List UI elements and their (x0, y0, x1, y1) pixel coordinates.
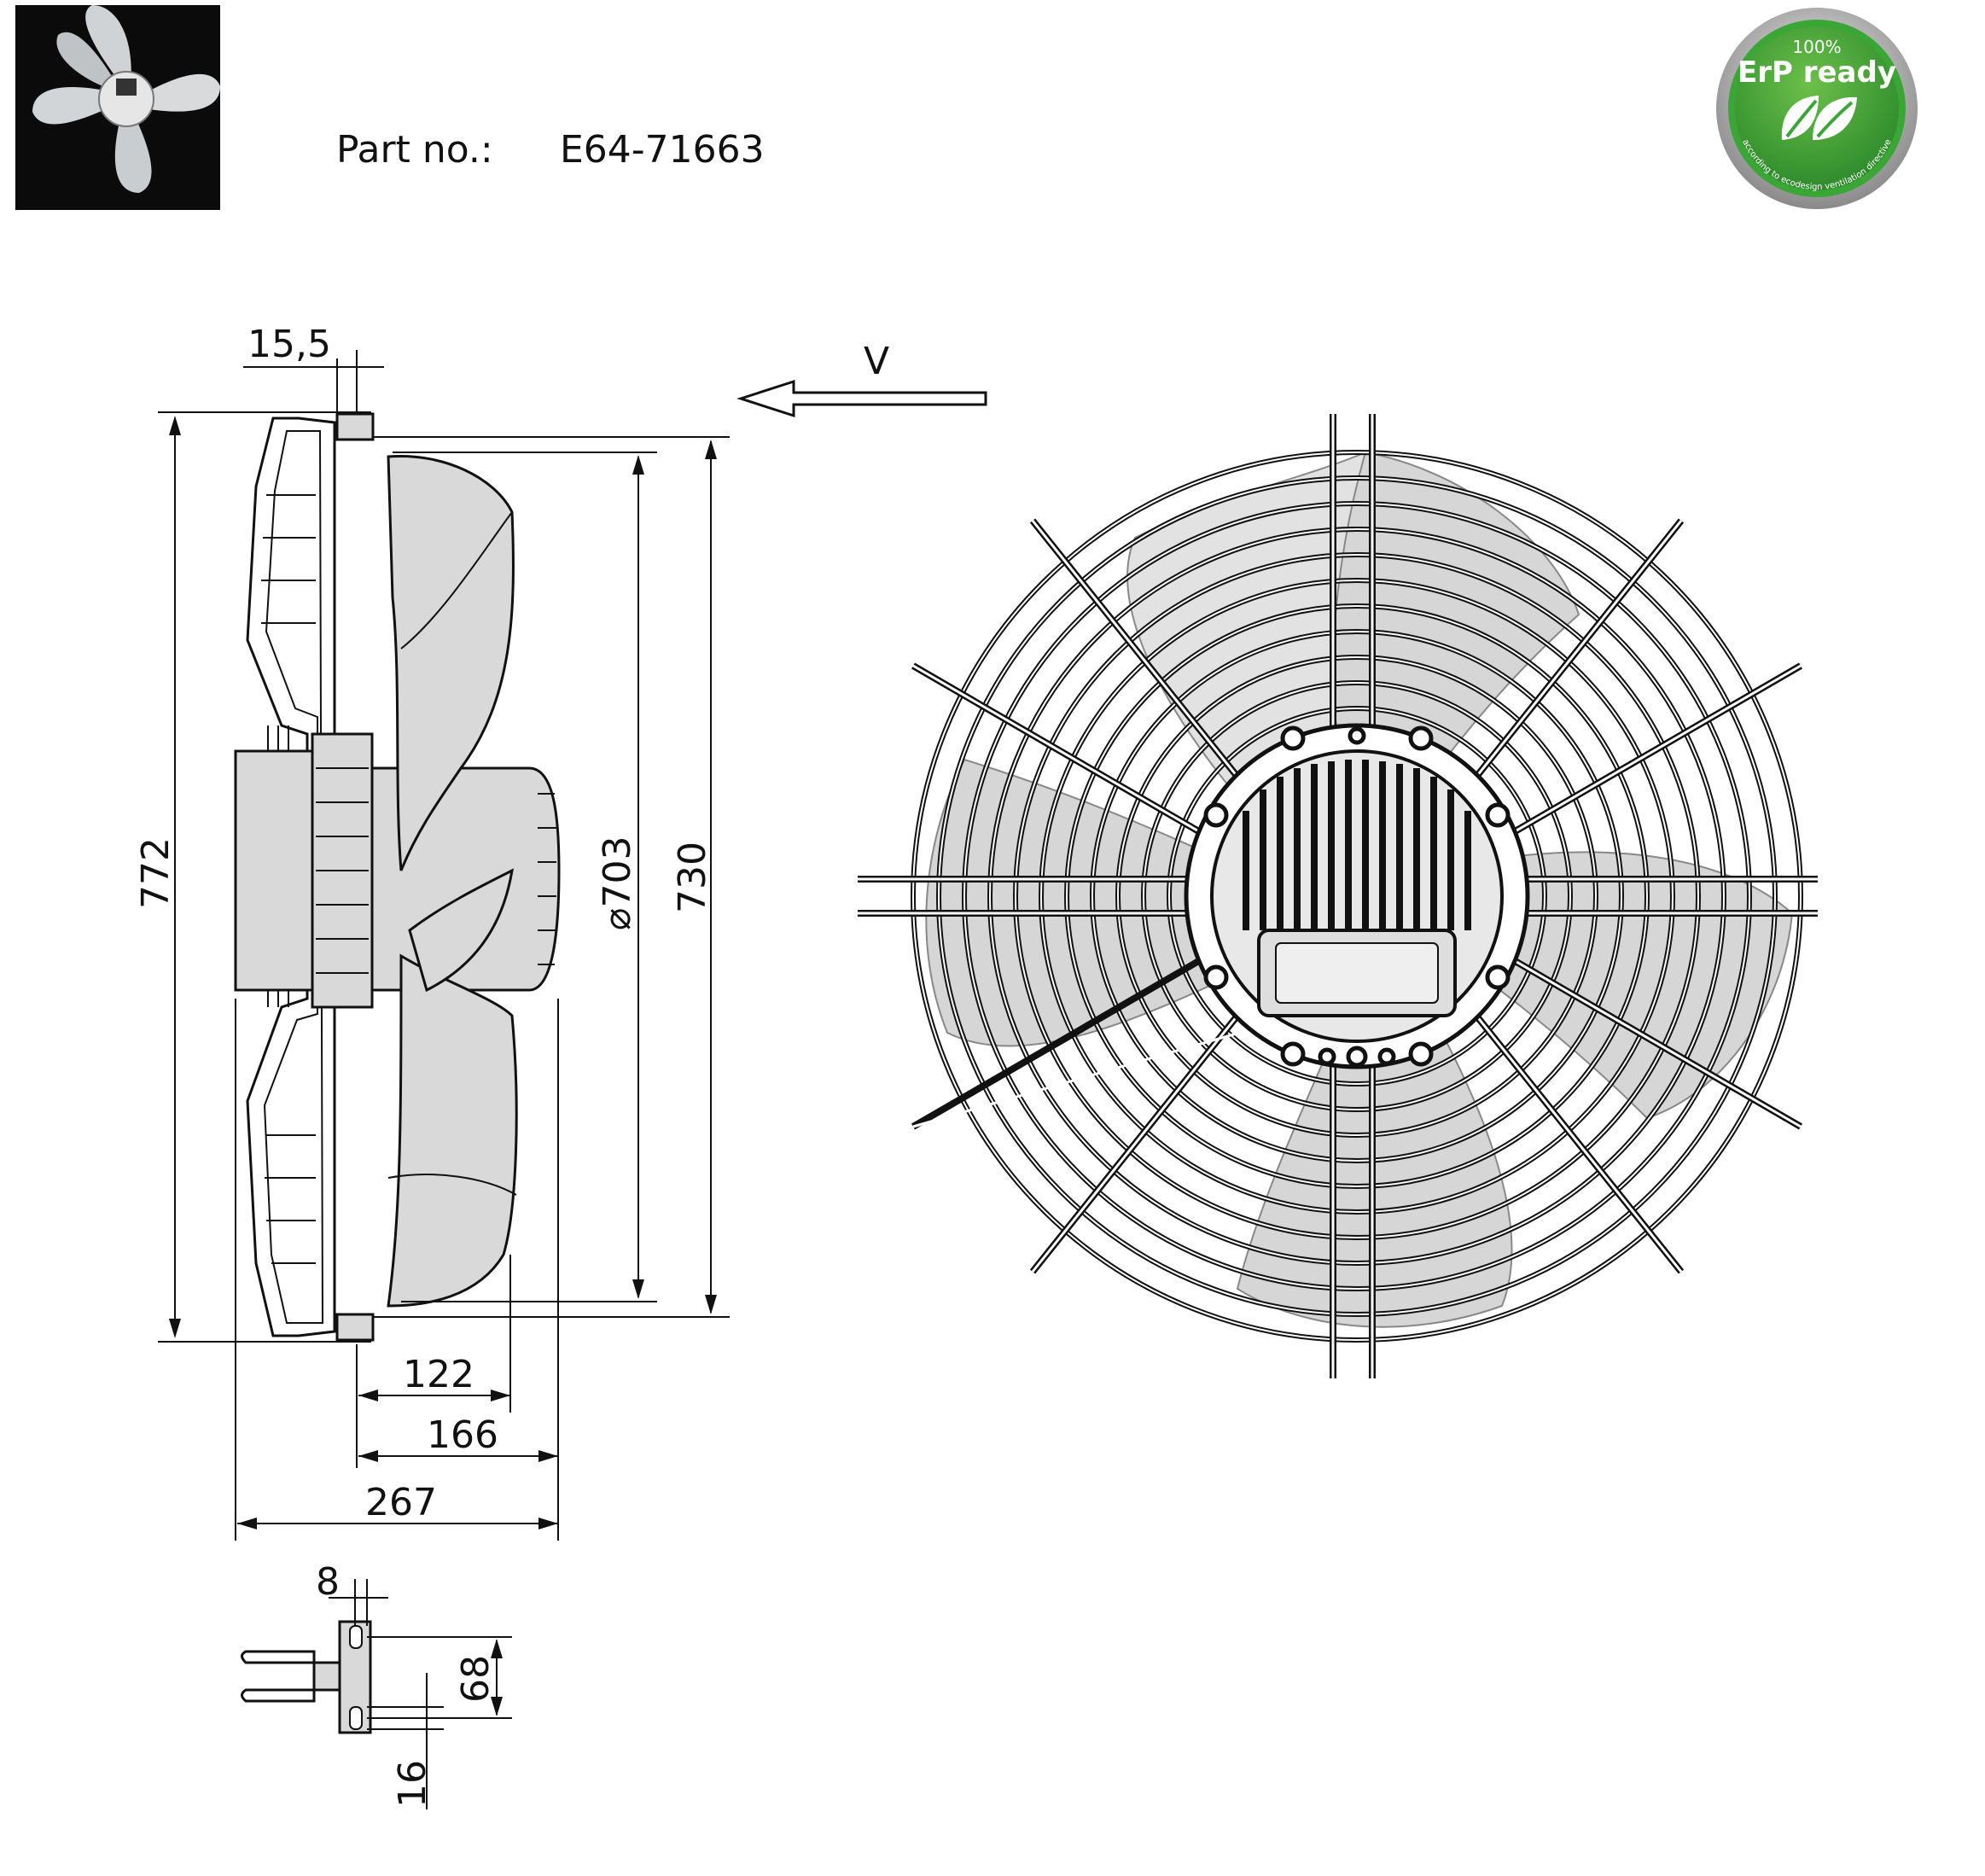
hub-ribs (538, 793, 556, 965)
top-flange (335, 412, 375, 441)
view-label: V (864, 340, 889, 383)
slot-detail: 8 68 16 (241, 1560, 512, 1809)
cooling-fins (1243, 760, 1471, 930)
blade-mid (408, 868, 514, 993)
badge-main-text: ErP ready (1738, 55, 1896, 90)
dim-depth-b: 166 (427, 1413, 498, 1457)
dim-depth-a: 122 (403, 1353, 474, 1396)
blade-lower (387, 953, 518, 1308)
bottom-flange (335, 1313, 375, 1342)
dim-slot-spacing: 68 (454, 1655, 498, 1703)
motor-fins (316, 767, 369, 974)
dim-depth-total: 267 (365, 1481, 437, 1524)
badge-top-text: 100% (1792, 37, 1841, 57)
fan-thumbnail-image (15, 5, 220, 210)
mounting-bolts (1203, 725, 1511, 1068)
dim-total-height: 772 (134, 837, 178, 909)
view-direction-arrow: V (736, 340, 987, 418)
guard-inner (263, 430, 324, 1324)
fan-thumbnail (15, 5, 220, 210)
motor-rear (234, 749, 314, 992)
dim-blade-diameter: ⌀703 (596, 836, 639, 930)
guard-outline (246, 417, 336, 1337)
dim-slot-width: 8 (316, 1560, 340, 1604)
blade-lower-edge (387, 1174, 517, 1196)
side-view: 15,5 772 ⌀703 730 122 166 (134, 323, 730, 1541)
blade-upper (387, 454, 515, 871)
part-number-value: E64-71663 (560, 128, 765, 172)
front-view (858, 414, 1818, 1378)
blade-upper-edge (400, 511, 513, 650)
erp-badge-icon: 100% ErP ready according to ecodesign ve… (1716, 8, 1918, 209)
erp-ready-badge: 100% ErP ready according to ecodesign ve… (1712, 3, 1922, 213)
leaf-icon (1781, 96, 1857, 140)
dim-slot-length: 16 (391, 1760, 434, 1808)
part-number-label: Part no.: (336, 128, 493, 172)
dim-flange-thickness: 15,5 (247, 323, 331, 366)
dim-guard-height: 730 (671, 842, 714, 913)
